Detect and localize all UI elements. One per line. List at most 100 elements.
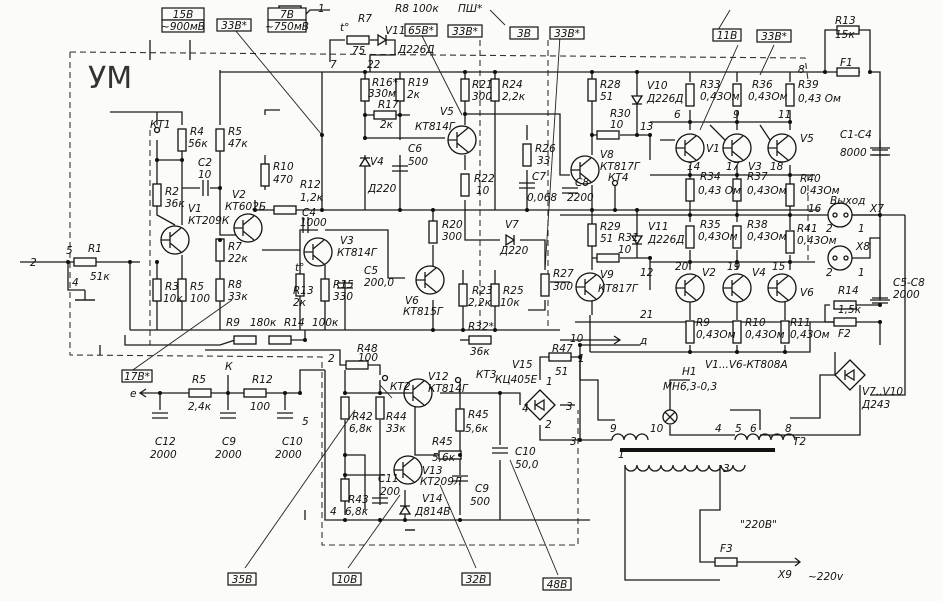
label-r1v: 51к [90,271,110,283]
label-r14o: R14 [838,285,859,297]
label-r31v: 10 [618,244,632,256]
wire [730,409,761,430]
wire [329,39,345,62]
r38-symbol [732,225,742,249]
label-r10ov: 0,43Ом [745,329,785,341]
wire [345,454,366,510]
label-r7b: R7 [358,13,372,25]
label-v11t: Д226Д [647,234,684,246]
out-v6-symbol [767,273,797,303]
junction-dot [878,213,882,217]
label-n2b: 2 [328,353,335,365]
label-h1: H1 [682,366,697,378]
junction-dot [635,70,639,74]
label-r20v: 300 [442,231,462,243]
v6-symbol [415,265,445,295]
label-r32v: 36к [470,346,490,358]
c8-symbol [562,187,578,194]
junction-dot [343,473,347,477]
voltage-box-tp48: 48В [542,577,572,591]
label-c8: C8 [575,177,589,189]
fuse-f2-symbol [833,317,857,327]
label-v4: V4 [370,156,384,168]
label-br4: 4 [522,403,529,415]
label-x7p2: 2 [826,223,833,235]
wire [824,29,871,72]
v12-symbol [403,378,433,408]
fuse-f1-symbol [836,67,860,77]
label-v12t: КТ814Г [428,383,469,395]
label-r12v: 1,2к [300,192,324,204]
label-n8: 8 [798,64,805,76]
label-r29: R29 [600,221,621,233]
r48-symbol [345,360,369,370]
label-n18: 18 [770,161,784,173]
label-r4v: 56к [188,138,208,150]
label-r5cv: 2,4к [188,401,212,413]
r31-symbol [596,253,620,263]
junction-dot [688,260,692,264]
label-r28v: 51 [600,91,613,103]
wire [75,290,95,301]
label-v9t: КТ817Г [598,283,639,295]
label-v220: "220В" [740,519,777,531]
label-f3: F3 [720,543,733,555]
label-r27v: 300 [553,281,573,293]
label-r8: R8 [228,279,242,291]
label-o_v4: V4 [752,267,766,279]
label-v3: V3 [340,235,354,247]
label-r14ov: 1,5к [838,304,862,316]
leader-line [439,484,477,569]
r8-symbol [215,278,225,302]
label-r37: R37 [747,171,768,183]
label-v7v10t: Д243 [861,399,890,411]
c2-symbol [202,180,209,196]
label-r7v: 22к [228,253,248,265]
wire [150,369,325,394]
label-n21: 21 [640,309,653,321]
r2-symbol [152,183,162,207]
label-r31: R31 [618,232,639,244]
label-r26: R26 [535,143,556,155]
wire [219,188,240,236]
output-jack-x8-icon [827,245,853,271]
junction-dot [303,338,307,342]
r5-symbol [215,128,225,152]
v5-symbol [447,125,477,155]
junction-dot [578,343,582,347]
label-r22v: 10 [476,185,490,197]
label-v5t: КТ814Г [415,121,456,133]
junction-dot [635,208,639,212]
label-n13: 13 [640,121,653,133]
label-r9v: 180к [250,317,277,329]
label-r10o: R10 [745,317,766,329]
junction-dot [180,158,184,162]
wire [580,379,615,421]
label-kt3: КТ3 [476,369,497,381]
junction-dot [378,391,382,395]
label-n6: 6 [674,109,681,121]
junction-dot [493,70,497,74]
c12-symbol [152,412,168,419]
junction-dot [158,391,162,395]
label-n15: 15 [772,261,786,273]
label-psh: ПШ* [458,3,482,15]
label-r24: R24 [502,79,523,91]
r3-symbol [152,278,162,302]
v9-symbol [575,272,605,302]
label-kt2: КТ2 [390,381,411,393]
r16-symbol [360,78,370,102]
wire [590,322,811,353]
label-v10t: Д226Д [646,93,683,105]
v3-symbol [303,237,333,267]
wire [689,300,786,320]
label-r34v: 0,43 Ом [698,185,741,197]
label-v2: V2 [232,189,246,201]
c10-symbol [277,412,293,419]
junction-dot [498,391,502,395]
r29-symbol [587,223,597,247]
label-r30v: 10 [610,119,624,131]
voltage-value: 3В [517,28,531,40]
v14-symbol [398,504,412,515]
